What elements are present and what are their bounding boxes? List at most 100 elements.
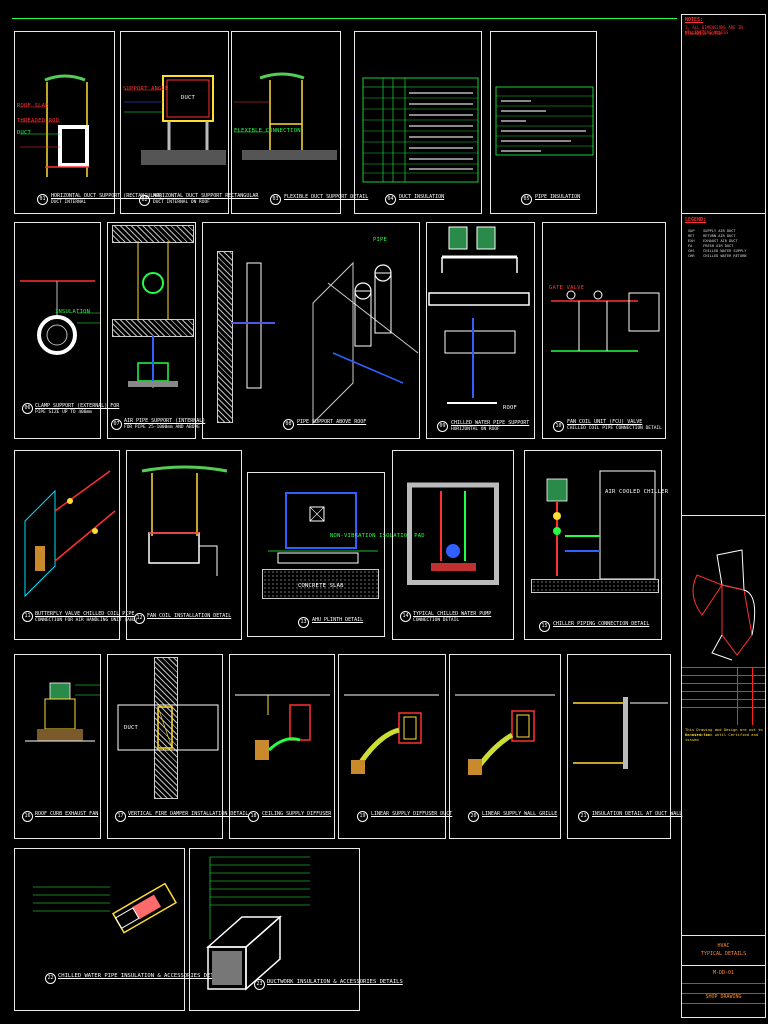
- label-roof-09: ROOF: [503, 405, 518, 411]
- detail-frame-19: 19 LINEAR SUPPLY DIFFUSER DUCT: [338, 654, 452, 839]
- detail-number-22: 22: [45, 973, 56, 984]
- detail-frame-03: FLEXIBLE CONNECTION 03 FLEXIBLE DUCT SUP…: [231, 31, 368, 214]
- detail-title-21: INSULATION DETAIL AT DUCT WALL: [592, 811, 683, 817]
- detail-09-drawing: [428, 226, 530, 404]
- detail-01-drawing: [20, 74, 89, 177]
- label-pipe: PIPE: [373, 237, 388, 243]
- detail-05-table: [495, 86, 594, 156]
- legend-row-2: RET RETURN AIR DUCT: [688, 234, 736, 238]
- detail-title-01: HORIZONTAL DUCT SUPPORT (RECTANGULAR): [51, 193, 163, 199]
- label-flex: FLEXIBLE CONNECTION: [234, 128, 301, 134]
- detail-title-22: CHILLED WATER PIPE INSULATION & ACCESSOR…: [58, 973, 231, 979]
- detail-title-19: LINEAR SUPPLY DIFFUSER DUCT: [371, 811, 453, 817]
- disclaimer-line-1: This Drawing and Design are not to be us…: [685, 727, 763, 737]
- label-duct: DUCT: [17, 130, 32, 136]
- detail-03-drawing: [234, 72, 337, 160]
- detail-19-drawing: [344, 694, 439, 774]
- label-concrete: CONCRETE SLAB: [298, 583, 344, 589]
- detail-title-03: FLEXIBLE DUCT SUPPORT DETAIL: [284, 194, 369, 200]
- detail-04-table: [362, 77, 479, 183]
- detail-frame-15: AIR COOLED CHILLER 15 CHILLER PIPING CON…: [524, 450, 668, 640]
- detail-number-02: 02: [139, 195, 150, 206]
- detail-title-04: DUCT INSULATION: [399, 194, 445, 200]
- notes-line-1: 1. ALL DIMENSIONS ARE IN MILLIMETERS UNL…: [685, 25, 743, 35]
- detail-title-06: CLAMP SUPPORT (EXTERNAL) FOR: [35, 403, 120, 409]
- label-duct-17: DUCT: [124, 725, 139, 731]
- detail-title-10: FAN COIL UNIT (FCU) VALVE: [567, 419, 643, 425]
- label-insulation: INSULATION: [55, 309, 91, 315]
- detail-number-06: 06: [22, 403, 33, 414]
- detail-number-20: 20: [468, 811, 479, 822]
- detail-number-08: 08: [283, 419, 294, 430]
- detail-frame-22: 22 CHILLED WATER PIPE INSULATION & ACCES…: [14, 848, 230, 1011]
- detail-title-14: TYPICAL CHILLED WATER PUMP: [413, 611, 492, 617]
- detail-title-15: CHILLER PIPING CONNECTION DETAIL: [553, 621, 650, 627]
- project-title-line-2: TYPICAL DETAILS: [700, 951, 747, 957]
- detail-sub-10: CHILLED COIL PIPE CONNECTION DETAIL: [567, 426, 662, 431]
- detail-16-drawing: [25, 682, 100, 742]
- detail-title-07: AIR PIPE SUPPORT (INTERNAL): [124, 418, 206, 424]
- detail-title-12: FAN COIL INSTALLATION DETAIL: [147, 613, 232, 619]
- label-valve: GATE VALVE: [549, 285, 585, 291]
- detail-number-13: 13: [298, 617, 309, 628]
- detail-frame-04: 04 DUCT INSULATION: [354, 31, 482, 214]
- detail-number-05: 05: [521, 194, 532, 205]
- top-border-line: [12, 18, 677, 19]
- detail-10-drawing: [551, 290, 660, 352]
- detail-title-17: VERTICAL FIRE DAMPER INSTALLATION DETAIL: [128, 811, 249, 817]
- detail-number-10: 10: [553, 421, 564, 432]
- detail-number-17: 17: [115, 811, 126, 822]
- detail-22-drawing: [33, 882, 178, 934]
- detail-frame-23: 23 DUCTWORK INSULATION & ACCESSORIES DET…: [189, 848, 403, 1011]
- detail-frame-05: 05 PIPE INSULATION: [490, 31, 597, 214]
- label-duct-02: DUCT: [181, 95, 196, 101]
- detail-frame-08: PIPE 08 PIPE SUPPORT ABOVE ROOF: [202, 222, 420, 439]
- detail-12-drawing: [141, 465, 228, 576]
- detail-number-09: 09: [437, 421, 448, 432]
- detail-title-02: HORIZONTAL DUCT SUPPORT RECTANGULAR: [153, 193, 259, 199]
- detail-number-18: 18: [248, 811, 259, 822]
- detail-14-drawing: [407, 482, 499, 571]
- detail-frame-09: ROOF 09 CHILLED WATER PIPE SUPPORT HORIZ…: [426, 222, 535, 439]
- key-plan-section: [682, 515, 765, 516]
- detail-title-09: CHILLED WATER PIPE SUPPORT: [451, 420, 530, 426]
- disclaimer-line-2: Construction until Certified and issued: [685, 732, 759, 742]
- legend-row-1: SUP SUPPLY AIR DUCT: [688, 229, 736, 233]
- detail-07-drawing: [128, 241, 178, 388]
- detail-13-drawing: [268, 492, 378, 564]
- detail-title-18: CEILING SUPPLY DIFFUSER: [262, 811, 332, 817]
- detail-number-11: 11: [22, 611, 33, 622]
- detail-sub-06: PIPE SIZE UP TO 400mm: [35, 410, 92, 415]
- detail-title-05: PIPE INSULATION: [535, 194, 581, 200]
- detail-number-07: 07: [111, 419, 122, 430]
- detail-06-drawing: [20, 280, 100, 355]
- detail-frame-17: DUCT 17 VERTICAL FIRE DAMPER INSTALLATIO…: [107, 654, 248, 839]
- detail-number-04: 04: [385, 194, 396, 205]
- drawing-stage: SHOP DRAWING: [705, 994, 742, 1000]
- detail-number-14: 14: [400, 611, 411, 622]
- revision-table: [682, 667, 765, 668]
- detail-number-03: 03: [270, 194, 281, 205]
- detail-frame-10: GATE VALVE 10 FAN COIL UNIT (FCU) VALVE …: [542, 222, 666, 439]
- detail-frame-11: 11 BUTTERFLY VALVE CHILLED COIL PIPE CON…: [14, 450, 138, 640]
- label-ahu-plinth: NON-VIBRATION ISOLATION PAD: [330, 533, 425, 539]
- detail-frame-02: SUPPORT ANGLE DUCT 02 HORIZONTAL DUCT SU…: [120, 31, 258, 214]
- detail-frame-13: NON-VIBRATION ISOLATION PAD CONCRETE SLA…: [247, 472, 425, 637]
- detail-frame-14: 14 TYPICAL CHILLED WATER PUMP CONNECTION…: [392, 450, 514, 640]
- detail-frame-21: 21 INSULATION DETAIL AT DUCT WALL: [567, 654, 682, 839]
- detail-title-20: LINEAR SUPPLY WALL GRILLE: [482, 811, 558, 817]
- detail-number-21: 21: [578, 811, 589, 822]
- key-plan-drawing: [692, 549, 756, 661]
- detail-20-drawing: [455, 694, 555, 775]
- detail-number-19: 19: [357, 811, 368, 822]
- detail-frame-18: 18 CEILING SUPPLY DIFFUSER: [229, 654, 335, 839]
- legend-row-5: CHS CHILLED WATER SUPPLY: [688, 249, 747, 253]
- detail-23-drawing: [206, 856, 310, 991]
- detail-frame-06: INSULATION 06 CLAMP SUPPORT (EXTERNAL) F…: [14, 222, 119, 439]
- detail-title-23: DUCTWORK INSULATION & ACCESSORIES DETAIL…: [267, 979, 403, 985]
- label-chiller: AIR COOLED CHILLER: [605, 489, 669, 495]
- detail-sub-14: CONNECTION DETAIL: [413, 618, 460, 623]
- detail-11-drawing: [24, 470, 116, 598]
- detail-sub-09: HORIZONTAL ON ROOF: [451, 427, 500, 432]
